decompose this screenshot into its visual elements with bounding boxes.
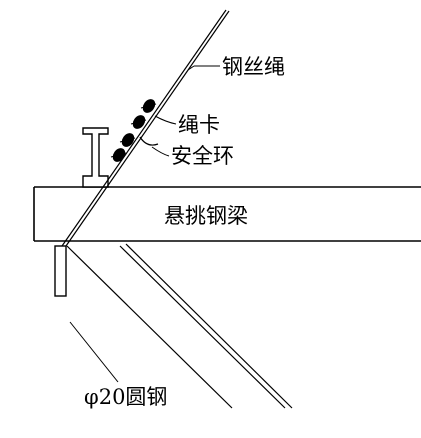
diagonal-brace bbox=[66, 243, 293, 409]
rope-clip-3 bbox=[119, 133, 136, 147]
label-wire-rope: 钢丝绳 bbox=[222, 55, 285, 79]
label-round-steel: φ20圆钢 bbox=[84, 385, 167, 409]
rope-clip-2 bbox=[130, 115, 147, 129]
leader-safety-ring bbox=[151, 146, 170, 157]
leader-rope-clip bbox=[154, 115, 177, 125]
leader-wire-rope-slant bbox=[187, 65, 195, 71]
anchor-plate bbox=[54, 245, 67, 297]
safety-ring bbox=[139, 136, 159, 146]
label-rope-clip: 绳卡 bbox=[178, 113, 220, 137]
label-cantilever-beam: 悬挑钢梁 bbox=[164, 204, 248, 228]
i-beam-section bbox=[82, 127, 109, 188]
wire-rope bbox=[61, 9, 230, 247]
leader-lines bbox=[69, 65, 220, 383]
rope-clip-1 bbox=[140, 99, 157, 113]
rope-clips bbox=[110, 99, 157, 162]
rope-clip-4 bbox=[110, 148, 127, 162]
leader-round-steel bbox=[69, 321, 119, 383]
label-safety-ring: 安全环 bbox=[171, 144, 234, 168]
